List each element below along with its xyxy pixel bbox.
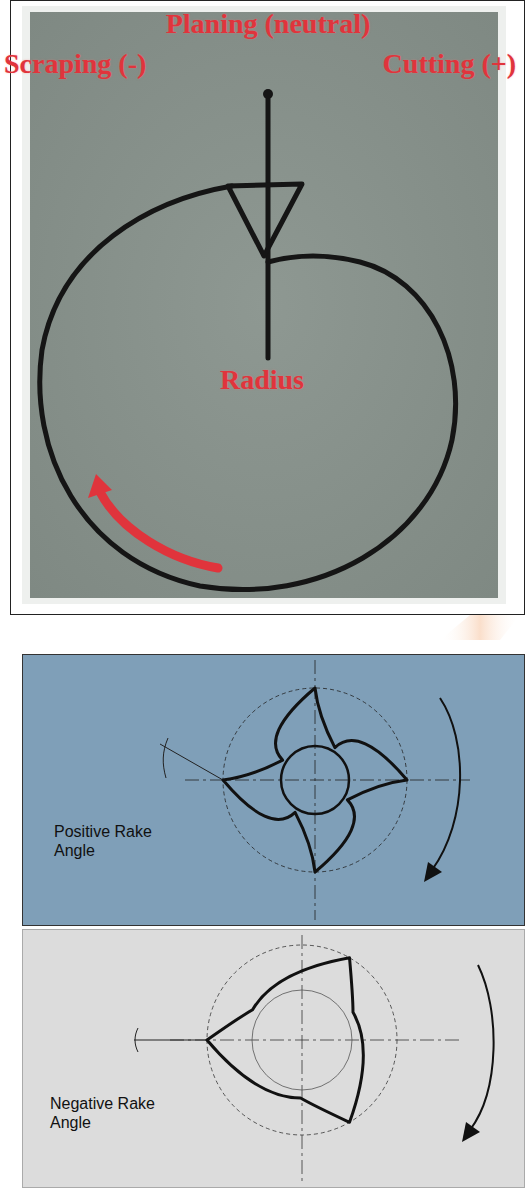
rake-angle-mark bbox=[160, 738, 223, 780]
caption-label: Negative Rake Angle bbox=[50, 1094, 160, 1132]
end-mill-3-flute bbox=[207, 958, 363, 1123]
photo-ground bbox=[30, 12, 498, 598]
panel-negative bbox=[23, 930, 525, 1188]
photo-border bbox=[22, 6, 506, 604]
watermark bbox=[440, 615, 520, 640]
rake-angle-mark bbox=[134, 1028, 207, 1052]
angle-label: Scraping (-) bbox=[4, 48, 146, 80]
rotation-arrow bbox=[462, 965, 494, 1142]
pivot-dot bbox=[263, 89, 273, 99]
center-lines bbox=[170, 935, 460, 1185]
cutter-core bbox=[281, 746, 349, 814]
radius-sketch bbox=[40, 94, 456, 590]
angle-label: Cutting (+) bbox=[383, 48, 516, 80]
center-lines bbox=[185, 660, 470, 920]
rotation-arrow bbox=[424, 698, 460, 882]
caption-label: Positive Rake Angle bbox=[54, 822, 164, 860]
panel-positive bbox=[23, 655, 525, 926]
angle-label: Planing (neutral) bbox=[166, 8, 371, 40]
rotation-arrow bbox=[88, 474, 218, 568]
panel-frame bbox=[11, 1, 525, 615]
angle-label: Radius bbox=[220, 364, 304, 396]
end-mill-4-flute bbox=[223, 688, 407, 872]
